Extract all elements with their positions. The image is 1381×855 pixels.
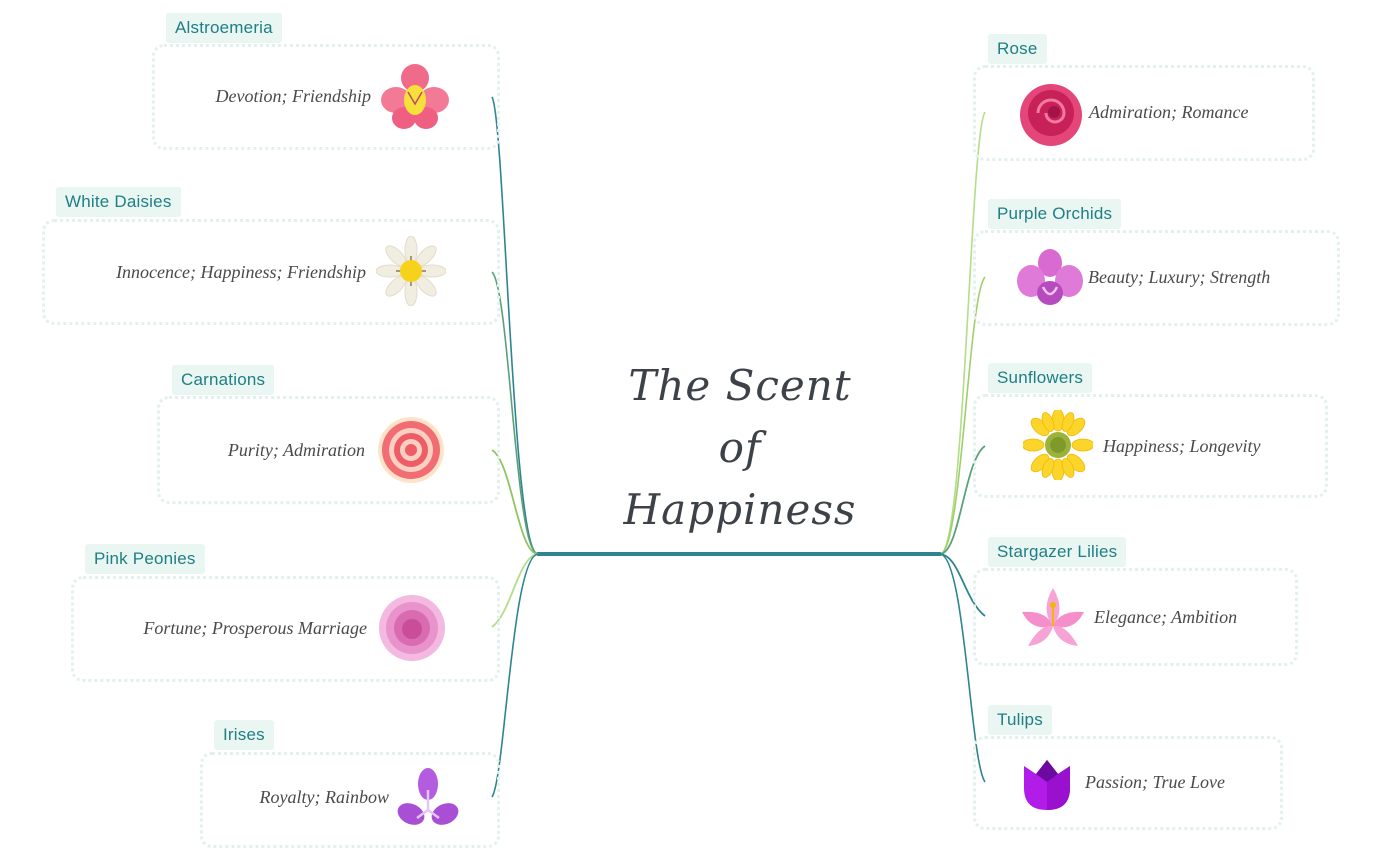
node-card-irises[interactable] <box>200 752 500 848</box>
node-title-sunflowers[interactable]: Sunflowers <box>988 363 1093 393</box>
node-card-stargazer-lilies[interactable] <box>973 568 1298 666</box>
rose-icon <box>1020 84 1082 146</box>
node-title-purple-orchids[interactable]: Purple Orchids <box>988 199 1122 229</box>
daisy-icon <box>376 236 446 306</box>
node-card-carnations[interactable] <box>157 396 500 504</box>
node-card-pink-peonies[interactable] <box>71 576 500 682</box>
peony-icon <box>379 595 445 661</box>
node-desc-tulips: Passion; True Love <box>1085 772 1226 792</box>
node-card-alstroemeria[interactable] <box>152 44 500 150</box>
node-title-pink-peonies[interactable]: Pink Peonies <box>85 544 205 574</box>
lily-icon <box>1022 588 1084 646</box>
node-desc-alstroemeria: Devotion; Friendship <box>215 86 371 106</box>
sunflower-icon <box>1023 410 1093 480</box>
node-desc-white-daisies: Innocence; Happiness; Friendship <box>116 262 366 282</box>
branch-rose <box>939 111 986 555</box>
central-topic[interactable]: The Scent of Happiness <box>600 355 880 545</box>
node-card-rose[interactable] <box>973 65 1315 161</box>
node-card-tulips[interactable] <box>973 736 1283 830</box>
node-title-stargazer-lilies[interactable]: Stargazer Lilies <box>988 537 1127 567</box>
branch-purple-orchids <box>939 276 986 555</box>
carnation-icon <box>378 417 444 483</box>
node-desc-rose: Admiration; Romance <box>1089 102 1249 122</box>
iris-icon <box>397 768 459 825</box>
node-title-tulips[interactable]: Tulips <box>988 705 1052 735</box>
node-desc-carnations: Purity; Admiration <box>227 440 365 460</box>
branch-irises <box>491 553 539 798</box>
node-title-rose[interactable]: Rose <box>988 34 1047 64</box>
node-desc-purple-orchids: Beauty; Luxury; Strength <box>1088 267 1271 287</box>
central-line-2: of <box>718 423 762 472</box>
node-desc-sunflowers: Happiness; Longevity <box>1103 436 1261 456</box>
central-line-3: Happiness <box>623 485 857 534</box>
node-title-white-daisies[interactable]: White Daisies <box>56 187 181 217</box>
branch-tulips <box>939 553 986 783</box>
node-card-white-daisies[interactable] <box>42 219 500 325</box>
alstroemeria-icon <box>381 64 449 129</box>
orchid-icon <box>1017 249 1083 305</box>
central-line-1: The Scent <box>628 361 852 410</box>
node-title-irises[interactable]: Irises <box>214 720 274 750</box>
node-desc-irises: Royalty; Rainbow <box>259 787 389 807</box>
branch-sunflowers <box>939 445 986 555</box>
node-desc-stargazer-lilies: Elegance; Ambition <box>1094 607 1238 627</box>
node-title-alstroemeria[interactable]: Alstroemeria <box>166 13 282 43</box>
node-card-purple-orchids[interactable] <box>973 230 1340 326</box>
tulip-icon <box>1024 760 1070 810</box>
node-card-sunflowers[interactable] <box>973 394 1328 498</box>
branch-stargazer-lilies <box>939 553 986 617</box>
node-title-carnations[interactable]: Carnations <box>172 365 275 395</box>
node-desc-pink-peonies: Fortune; Prosperous Marriage <box>143 618 367 638</box>
